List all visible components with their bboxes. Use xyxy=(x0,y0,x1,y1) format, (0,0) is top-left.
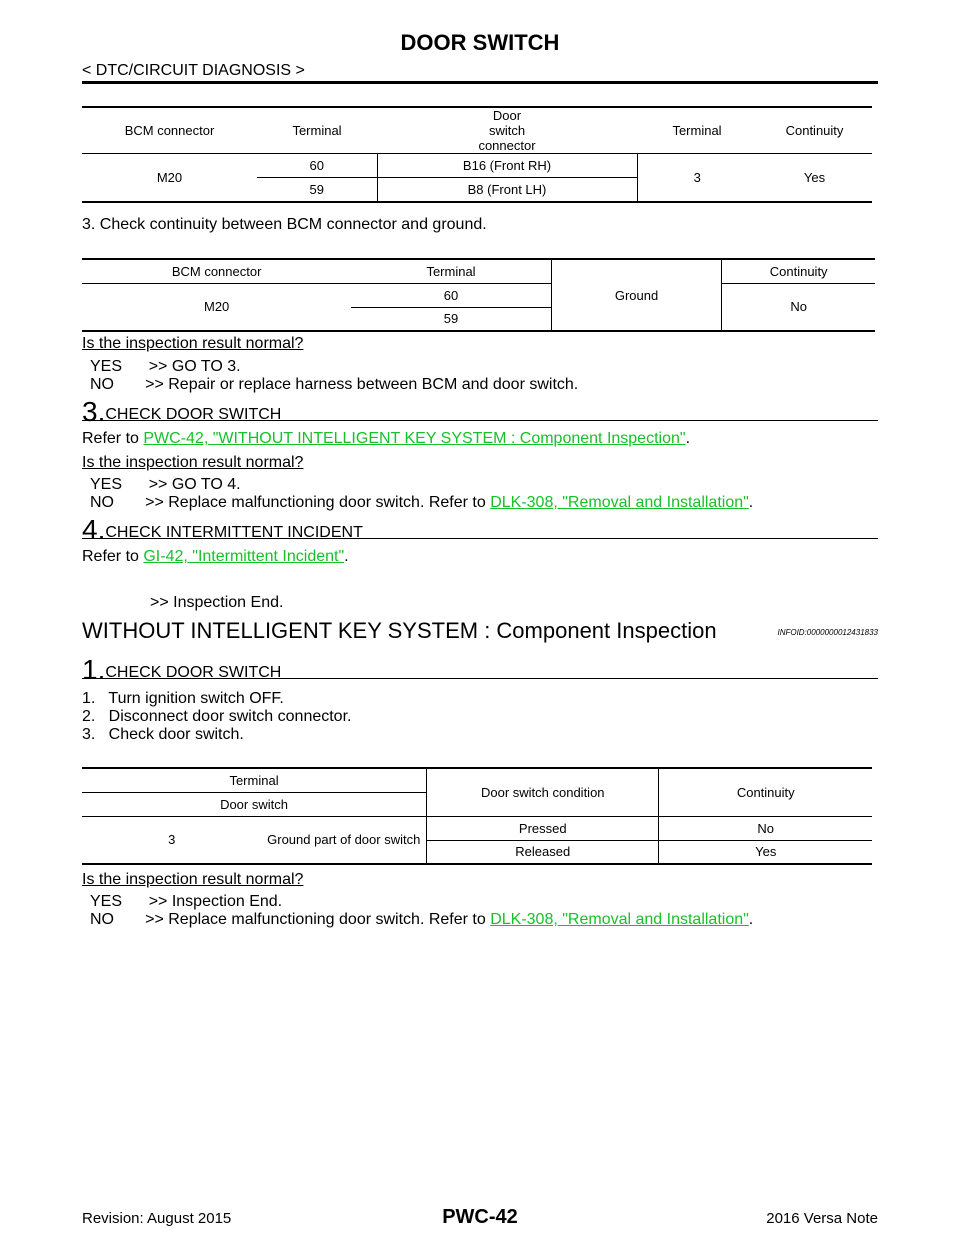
list-item: 3. Check door switch. xyxy=(82,726,244,743)
table-cell: Ground part of door switch xyxy=(261,816,427,865)
page-title: DOOR SWITCH xyxy=(400,30,560,55)
list-item: 2. Disconnect door switch connector. xyxy=(82,708,352,725)
removal-installation-link[interactable]: DLK-308, "Removal and Installation" xyxy=(490,911,749,928)
no-answer: NO >> Repair or replace harness between … xyxy=(90,376,579,393)
section-title: WITHOUT INTELLIGENT KEY SYSTEM : Compone… xyxy=(82,618,717,643)
info-id: INFOID:0000000012431833 xyxy=(777,628,878,637)
table-cell: B16 (Front RH) xyxy=(377,153,638,178)
no-text: NO >> Replace malfunctioning door switch… xyxy=(90,911,491,928)
step-number: 1. xyxy=(82,654,106,685)
step-1-heading: 1.CHECK DOOR SWITCH xyxy=(82,654,878,685)
revision-date: Revision: August 2015 xyxy=(82,1210,232,1227)
step-instruction: 3. Check continuity between BCM connecto… xyxy=(82,216,487,233)
inspection-question: Is the inspection result normal? xyxy=(82,871,304,888)
table-header: Door switch condition xyxy=(426,768,660,817)
no-answer: NO >> Replace malfunctioning door switch… xyxy=(90,494,753,512)
step-title: CHECK INTERMITTENT INCIDENT xyxy=(105,524,363,541)
table-cell: Ground xyxy=(550,259,723,332)
table-cell: 60 xyxy=(257,153,378,178)
no-text: NO >> Replace malfunctioning door switch… xyxy=(90,494,491,511)
refer-text: Refer to xyxy=(82,548,144,565)
table-header: Continuity xyxy=(785,123,844,138)
table-cell: No xyxy=(658,816,872,841)
yes-answer: YES >> GO TO 3. xyxy=(90,358,241,375)
refer-line: Refer to PWC-42, "WITHOUT INTELLIGENT KE… xyxy=(82,430,690,448)
table-header: Terminal xyxy=(351,259,552,284)
model-name: 2016 Versa Note xyxy=(766,1210,878,1227)
no-suffix: . xyxy=(748,911,754,928)
table-cell: B8 (Front LH) xyxy=(377,177,638,202)
section-breadcrumb: < DTC/CIRCUIT DIAGNOSIS > xyxy=(82,62,305,79)
table-cell: Pressed xyxy=(426,816,660,841)
table-cell: M20 xyxy=(82,153,257,203)
table-header: Continuity xyxy=(658,768,872,817)
list-item: 1. Turn ignition switch OFF. xyxy=(82,690,284,707)
table-header: BCM connector xyxy=(82,259,352,284)
table-cell: 60 xyxy=(351,283,552,308)
table-header: Continuity xyxy=(721,259,875,284)
header-rule xyxy=(82,81,878,84)
refer-line: Refer to GI-42, "Intermittent Incident". xyxy=(82,548,349,566)
step-4-heading: 4.CHECK INTERMITTENT INCIDENT xyxy=(82,514,878,545)
table-header: Terminal xyxy=(672,123,722,138)
yes-answer: YES >> Inspection End. xyxy=(90,893,283,910)
table-header: BCM connector xyxy=(124,123,215,138)
removal-installation-link[interactable]: DLK-308, "Removal and Installation" xyxy=(490,494,749,511)
intermittent-incident-link[interactable]: GI-42, "Intermittent Incident" xyxy=(143,548,345,565)
table-cell: Yes xyxy=(757,153,872,203)
component-inspection-link[interactable]: PWC-42, "WITHOUT INTELLIGENT KEY SYSTEM … xyxy=(143,430,686,447)
bcm-door-switch-continuity-table: BCM connector Terminal Door switch conne… xyxy=(82,106,872,203)
refer-text: Refer to xyxy=(82,430,144,447)
step-title: CHECK DOOR SWITCH xyxy=(105,664,282,681)
inspection-question: Is the inspection result normal? xyxy=(82,454,304,471)
inspection-question: Is the inspection result normal? xyxy=(82,335,304,352)
table-header: Terminal xyxy=(292,123,342,138)
yes-answer: YES >> GO TO 4. xyxy=(90,476,241,493)
table-cell: 3 xyxy=(637,153,757,203)
door-switch-inspection-table: Terminal Door switch condition Continuit… xyxy=(82,767,872,865)
table-header: Door switch xyxy=(82,792,427,817)
inspection-end: >> Inspection End. xyxy=(150,594,284,611)
no-answer: NO >> Replace malfunctioning door switch… xyxy=(90,911,753,929)
table-cell: Yes xyxy=(755,844,777,860)
no-suffix: . xyxy=(748,494,754,511)
table-cell: 59 xyxy=(443,311,459,327)
table-cell: 3 xyxy=(82,816,262,865)
refer-suffix: . xyxy=(685,430,691,447)
table-header: Door switch connector xyxy=(478,108,536,153)
step-number: 4. xyxy=(82,514,106,545)
table-cell: Released xyxy=(426,840,660,864)
bcm-ground-continuity-table: BCM connector Terminal Ground Continuity… xyxy=(82,258,875,332)
table-cell: No xyxy=(721,283,875,332)
step-number: 3. xyxy=(82,396,106,427)
step-title: CHECK DOOR SWITCH xyxy=(105,406,282,423)
table-cell: 59 xyxy=(257,177,378,202)
table-header: Terminal xyxy=(82,768,427,793)
step-3-heading: 3.CHECK DOOR SWITCH xyxy=(82,396,878,427)
table-cell: M20 xyxy=(82,283,352,332)
refer-suffix: . xyxy=(344,548,349,565)
page-number: PWC-42 xyxy=(442,1206,518,1228)
